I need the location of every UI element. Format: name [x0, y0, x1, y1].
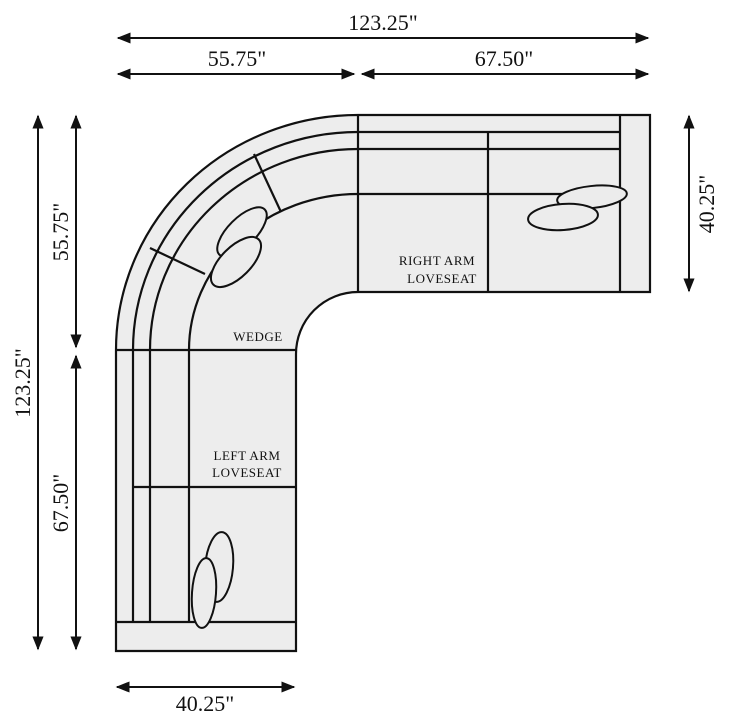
right-arm-label-2: LOVESEAT [407, 271, 477, 286]
left-bottom-dimension: 67.50" [48, 474, 73, 532]
sectional-sofa: WEDGE RIGHT ARM LOVESEAT LEFT ARM LOVESE… [114, 113, 652, 653]
left-pillows [190, 531, 235, 629]
wedge-pillows [210, 206, 268, 288]
left-arm-label-2: LOVESEAT [212, 465, 282, 480]
top-left-dimension: 55.75" [208, 46, 266, 71]
right-pillows [527, 184, 628, 232]
pillow [210, 236, 262, 288]
left-total-dimension: 123.25" [10, 348, 35, 417]
bottom-depth-dimension: 40.25" [176, 691, 234, 716]
left-arm-label-1: LEFT ARM [214, 448, 281, 463]
wedge-label: WEDGE [233, 329, 282, 344]
wedge-divider-2 [253, 153, 282, 213]
left-top-dimension: 55.75" [48, 203, 73, 261]
back-line-outer [131, 130, 359, 351]
pillow [190, 557, 218, 629]
top-right-dimension: 67.50" [475, 46, 533, 71]
pillow [527, 202, 599, 232]
dimension-lines: 123.25" 55.75" 67.50" 123.25" 55.75" 67.… [10, 10, 719, 716]
wedge-divider-1 [149, 247, 206, 275]
back-line-inner [148, 147, 359, 351]
right-depth-dimension: 40.25" [694, 175, 719, 233]
right-arm-label-1: RIGHT ARM [399, 253, 475, 268]
top-total-dimension: 123.25" [348, 10, 417, 35]
